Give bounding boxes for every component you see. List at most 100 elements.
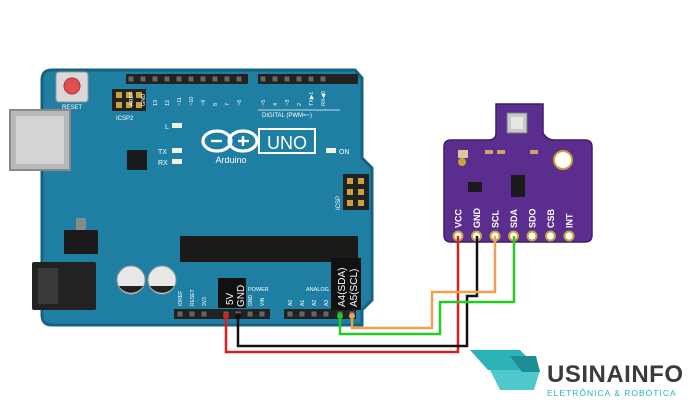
sensor-pin-label: INT xyxy=(565,213,575,228)
icsp-header xyxy=(343,174,369,210)
header-pin xyxy=(188,76,194,82)
header-pin-label: 8 xyxy=(213,103,219,106)
reset-label: RESET xyxy=(62,105,82,111)
sensor-pin-label: SDA xyxy=(509,208,519,228)
header-pin-label: 12 xyxy=(165,100,171,106)
header-pin xyxy=(201,311,207,317)
led-l: L xyxy=(165,123,182,131)
header-pin xyxy=(287,311,293,317)
icsp2-label: ICSP2 xyxy=(116,116,134,122)
digital-header xyxy=(126,74,358,84)
header-pin xyxy=(164,76,170,82)
arduino-logo xyxy=(201,128,316,154)
digital-header-labels: AREF GND 13 12 ~11 ~10 ~9 8 7 ~6 ~5 4 ~3 2 TX▶1 RX◀0 xyxy=(129,91,327,106)
power-pin-label: VIN xyxy=(260,297,266,306)
header-pin xyxy=(320,76,326,82)
header-pin-label: ~9 xyxy=(201,100,207,106)
led-tx-label: TX xyxy=(158,149,167,156)
header-pin xyxy=(323,311,329,317)
sensor-pin-label: SDO xyxy=(528,208,538,228)
header-pin-label: GND xyxy=(141,94,147,106)
led-rx: RX xyxy=(158,159,182,167)
header-pin xyxy=(308,76,314,82)
header-pin xyxy=(236,76,242,82)
header-pin xyxy=(311,311,317,317)
capacitor-2 xyxy=(147,265,177,295)
analog-pin-label: A3 xyxy=(324,300,330,306)
sensor-pin-label: CSB xyxy=(546,208,556,228)
header-pin xyxy=(152,76,158,82)
header-pin-label: ~11 xyxy=(177,97,183,106)
header-pin xyxy=(189,311,195,317)
usb-chip xyxy=(127,150,147,170)
header-pin xyxy=(296,76,302,82)
power-pin-label: IOREF xyxy=(178,291,184,306)
led-rx-label: RX xyxy=(158,160,168,167)
analog-header xyxy=(284,309,356,319)
callout-i2c: A4(SDA) A5(SCL) xyxy=(331,258,361,310)
sensor-pin-label: VCC xyxy=(454,208,464,228)
header-pin-label: ~5 xyxy=(261,100,267,106)
header-pin-label: AREF xyxy=(129,91,135,106)
header-pin-label: 13 xyxy=(153,100,159,106)
callout-5v: 5V xyxy=(225,292,236,305)
reset-button[interactable] xyxy=(55,71,89,103)
power-pin-label: GND xyxy=(248,295,254,307)
usb-connector xyxy=(9,109,71,171)
header-pin xyxy=(259,311,265,317)
callout-5v-gnd: 5V GND xyxy=(218,278,247,308)
header-pin-label: 2 xyxy=(297,103,303,106)
wire-sda xyxy=(338,236,516,336)
brand-uno: UNO xyxy=(267,133,307,153)
sensor-pin-label: GND xyxy=(472,208,482,229)
atmega-chip xyxy=(180,236,358,262)
analog-pin-labels: A0 A1 A2 A3 xyxy=(288,300,330,306)
header-pin xyxy=(260,76,266,82)
brand-name: Arduino xyxy=(215,155,246,165)
header-pin xyxy=(176,76,182,82)
led-on: ON xyxy=(326,148,350,156)
led-tx: TX xyxy=(158,148,182,156)
callout-a5: A5(SCL) xyxy=(349,269,360,307)
dc-power-jack xyxy=(32,262,96,310)
header-pin xyxy=(140,76,146,82)
wire-vcc xyxy=(224,236,460,354)
logo-tagline: ELETRÔNICA & ROBÓTICA xyxy=(547,388,677,398)
analog-pin-label: A0 xyxy=(288,300,294,306)
sensor-pin xyxy=(563,230,575,242)
usinainfo-logo-mark xyxy=(470,350,540,390)
header-pin-label: 4 xyxy=(273,103,279,106)
capacitor-1 xyxy=(116,265,146,295)
callout-a4: A4(SDA) xyxy=(337,268,348,307)
icsp-label: ICSP xyxy=(336,196,342,210)
header-pin-label: TX▶1 xyxy=(309,92,315,106)
sensor-pin-label: SCL xyxy=(491,209,501,228)
header-pin xyxy=(284,76,290,82)
header-pin xyxy=(247,311,253,317)
header-pin xyxy=(212,76,218,82)
header-pin xyxy=(272,76,278,82)
sensor-pin xyxy=(526,230,538,242)
header-pin-label: 7 xyxy=(225,103,231,106)
power-pin-label: RESET xyxy=(190,289,196,306)
header-pin-label: ~6 xyxy=(237,100,243,106)
logo-name: USINAINFO xyxy=(547,361,684,388)
header-pin-label: ~10 xyxy=(189,97,195,106)
header-pin xyxy=(128,76,134,82)
header-pin xyxy=(299,311,305,317)
analog-pin-label: A1 xyxy=(300,300,306,306)
header-pin-label: RX◀0 xyxy=(321,91,327,106)
callout-gnd: GND xyxy=(236,285,247,307)
analog-pin-label: A2 xyxy=(312,300,318,306)
header-pin-label: ~3 xyxy=(285,100,291,106)
digital-label: DIGITAL (PWM=~) xyxy=(262,113,312,119)
led-l-label: L xyxy=(165,124,169,131)
power-label: POWER xyxy=(248,287,269,293)
header-pin xyxy=(200,76,206,82)
sensor-pin xyxy=(545,230,556,242)
voltage-regulator xyxy=(64,218,98,254)
bmp-sensor-module xyxy=(443,103,593,243)
wire-scl xyxy=(350,236,497,330)
power-pin-label: 3V3 xyxy=(202,297,208,306)
